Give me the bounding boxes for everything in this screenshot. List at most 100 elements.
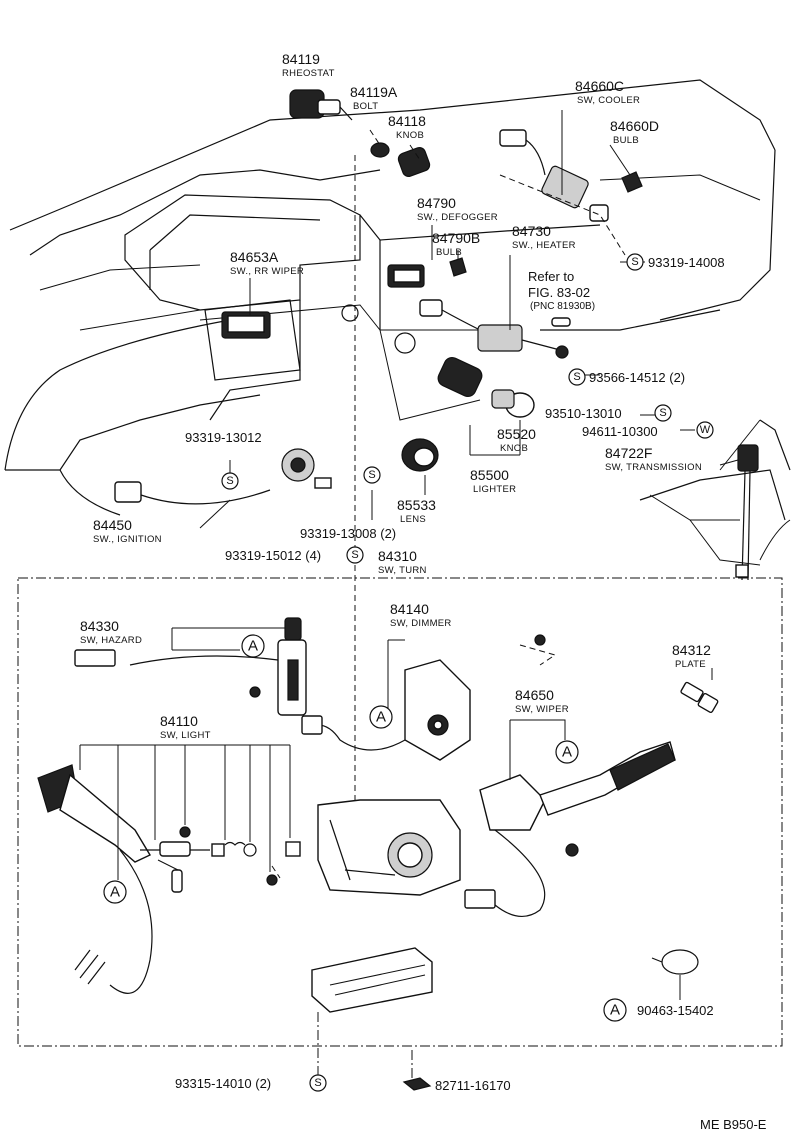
svg-text:84653A: 84653A xyxy=(230,249,279,265)
symbol-circles: S S S W S S S S A A A A A xyxy=(103,253,714,1092)
svg-text:SW, TRANSMISSION: SW, TRANSMISSION xyxy=(605,462,702,473)
svg-text:84140: 84140 xyxy=(390,601,429,617)
svg-text:SW., IGNITION: SW., IGNITION xyxy=(93,534,162,545)
part-label-85520: 85520 KNOB xyxy=(497,426,536,454)
svg-text:84119: 84119 xyxy=(282,51,320,67)
svg-text:85500: 85500 xyxy=(470,467,509,483)
svg-text:SW, WIPER: SW, WIPER xyxy=(515,704,569,715)
svg-text:84310: 84310 xyxy=(378,548,417,564)
part-label-84660C: 84660C SW, COOLER xyxy=(575,78,640,106)
clamp-shape xyxy=(651,949,699,975)
part-labels: 84119 RHEOSTAT 84119A BOLT 84118 KNOB 84… xyxy=(80,51,711,741)
s-symbol-f7: S xyxy=(346,546,364,564)
defogger-switch-shape xyxy=(387,264,425,288)
svg-text:84650: 84650 xyxy=(515,687,554,703)
fastener-code-93566-14512: 93566-14512 (2) xyxy=(589,370,685,385)
light-switch-shape xyxy=(37,764,301,994)
svg-text:(PNC 81930B): (PNC 81930B) xyxy=(530,301,595,312)
svg-text:KNOB: KNOB xyxy=(500,443,528,454)
reference-note: Refer to FIG. 83-02 (PNC 81930B) xyxy=(528,269,595,312)
svg-text:84118: 84118 xyxy=(388,113,426,129)
svg-text:A: A xyxy=(248,638,258,655)
part-label-84790: 84790 SW., DEFOGGER xyxy=(417,195,498,223)
fastener-code-93319-13008: 93319-13008 (2) xyxy=(300,526,396,541)
leader-lines xyxy=(79,110,739,1080)
clip-82711-shape xyxy=(402,1077,432,1091)
svg-text:FIG. 83-02: FIG. 83-02 xyxy=(528,285,590,300)
a-symbol-wiper: A xyxy=(555,740,579,764)
ignition-switch-shape xyxy=(114,448,332,505)
svg-text:84312: 84312 xyxy=(672,642,711,658)
svg-text:W: W xyxy=(700,424,711,436)
svg-text:S: S xyxy=(631,256,638,268)
svg-text:84790: 84790 xyxy=(417,195,456,211)
svg-text:SW, LIGHT: SW, LIGHT xyxy=(160,730,211,741)
svg-text:LENS: LENS xyxy=(400,514,426,525)
part-label-85533: 85533 LENS xyxy=(397,497,436,525)
svg-text:PLATE: PLATE xyxy=(675,659,706,670)
fastener-code-93315-14010: 93315-14010 (2) xyxy=(175,1076,271,1091)
svg-text:85533: 85533 xyxy=(397,497,436,513)
connector-block-shape xyxy=(311,947,433,1013)
svg-text:84450: 84450 xyxy=(93,517,132,533)
dimmer-switch-shape xyxy=(301,634,546,761)
svg-text:84660D: 84660D xyxy=(610,118,659,134)
part-label-84310: 84310 SW, TURN xyxy=(378,548,427,576)
dashboard-outline xyxy=(4,79,791,566)
s-symbol-f8: S xyxy=(309,1074,327,1092)
svg-text:85520: 85520 xyxy=(497,426,536,442)
a-symbol-hazard: A xyxy=(241,634,265,658)
s-symbol-f2: S xyxy=(568,368,586,386)
a-symbol-light: A xyxy=(103,880,127,904)
svg-text:SW., HEATER: SW., HEATER xyxy=(512,240,576,251)
svg-text:BULB: BULB xyxy=(436,247,462,258)
s-symbol-f3: S xyxy=(654,404,672,422)
lighter-shape xyxy=(437,356,483,398)
svg-text:S: S xyxy=(659,407,666,419)
fastener-code-82711-16170: 82711-16170 xyxy=(435,1078,511,1093)
svg-text:84110: 84110 xyxy=(160,713,198,729)
lighter-knob-shape xyxy=(491,389,535,418)
svg-text:SW., DEFOGGER: SW., DEFOGGER xyxy=(417,212,498,223)
svg-text:Refer to: Refer to xyxy=(528,269,574,284)
fastener-codes: 93319-14008 93566-14512 (2) 93510-13010 … xyxy=(175,255,725,1093)
svg-text:A: A xyxy=(110,884,120,901)
part-label-84790B: 84790B BULB xyxy=(432,230,480,258)
svg-text:S: S xyxy=(314,1077,321,1089)
wiper-switch-shape xyxy=(464,741,676,917)
part-label-84450: 84450 SW., IGNITION xyxy=(93,517,162,545)
lens-shape xyxy=(401,438,439,472)
svg-text:S: S xyxy=(351,549,358,561)
transmission-switch-shape xyxy=(735,444,759,581)
fastener-code-93319-15012: 93319-15012 (4) xyxy=(225,548,321,563)
svg-text:84660C: 84660C xyxy=(575,78,624,94)
part-label-84110: 84110 SW, LIGHT xyxy=(160,713,211,741)
svg-text:84722F: 84722F xyxy=(605,445,652,461)
svg-text:A: A xyxy=(562,744,572,761)
part-shapes xyxy=(114,89,759,581)
part-label-84330: 84330 SW, HAZARD xyxy=(80,618,142,646)
hazard-switch-shape xyxy=(74,617,307,716)
part-label-84312: 84312 PLATE xyxy=(672,642,711,670)
rr-wiper-switch-shape xyxy=(221,311,271,339)
svg-text:RHEOSTAT: RHEOSTAT xyxy=(282,68,335,79)
s-symbol-f6: S xyxy=(363,466,381,484)
combination-switch-body xyxy=(317,799,461,896)
part-label-84660D: 84660D BULB xyxy=(610,118,659,146)
svg-text:SW, DIMMER: SW, DIMMER xyxy=(390,618,452,629)
cooler-switch-shape xyxy=(499,129,609,222)
svg-text:BOLT: BOLT xyxy=(353,101,378,112)
svg-text:S: S xyxy=(368,469,375,481)
svg-text:84730: 84730 xyxy=(512,223,551,239)
svg-text:SW., RR WIPER: SW., RR WIPER xyxy=(230,266,304,277)
svg-text:BULB: BULB xyxy=(613,135,639,146)
svg-text:S: S xyxy=(226,475,233,487)
svg-text:SW, TURN: SW, TURN xyxy=(378,565,427,576)
fastener-code-93510-13010: 93510-13010 xyxy=(545,406,622,421)
svg-text:LIGHTER: LIGHTER xyxy=(473,484,516,495)
svg-text:84330: 84330 xyxy=(80,618,119,634)
cooler-bulb-shape xyxy=(621,171,643,193)
a-symbol-clamp: A xyxy=(603,998,627,1022)
svg-text:SW, COOLER: SW, COOLER xyxy=(577,95,640,106)
